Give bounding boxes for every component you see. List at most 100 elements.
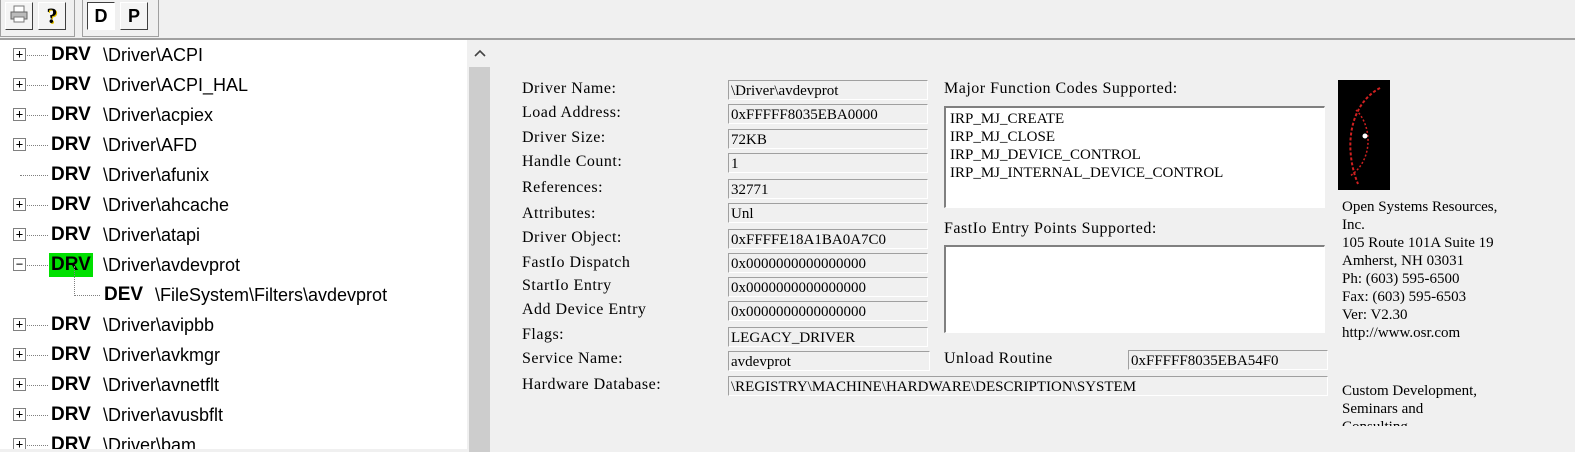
- help-button[interactable]: ?: [38, 2, 66, 30]
- tree-item[interactable]: +DRV\Driver\bam: [0, 430, 467, 449]
- unload-routine-field: 0xFFFFF8035EBA54F0: [1128, 350, 1328, 370]
- tree-item[interactable]: + DRV \Driver\acpiex: [0, 100, 467, 130]
- expand-icon[interactable]: +: [13, 228, 26, 241]
- expand-icon[interactable]: +: [13, 78, 26, 91]
- print-button[interactable]: [5, 2, 33, 30]
- driver-object-field: 0xFFFFE18A1BA0A7C0: [728, 229, 928, 249]
- driver-name-field: \Driver\avdevprot: [728, 80, 928, 100]
- tree-item[interactable]: +DRV\Driver\ahcache: [0, 190, 467, 220]
- expand-icon[interactable]: +: [13, 138, 26, 151]
- osr-info-line: Ph: (603) 595-6500: [1342, 271, 1460, 287]
- tree-connector: [74, 295, 100, 296]
- major-function-item[interactable]: IRP_MJ_CREATE: [950, 111, 1065, 127]
- tree-item-path: \Driver\avusbflt: [103, 405, 224, 425]
- osr-custom-line: Custom Development,: [1342, 383, 1477, 399]
- startio-entry-label: StartIo Entry: [522, 277, 612, 294]
- service-name-field: avdevprot: [728, 351, 930, 371]
- flags-field: LEGACY_DRIVER: [728, 327, 928, 347]
- tree-item-kind: DRV: [49, 253, 93, 277]
- osr-custom-line: Consulting: [1342, 418, 1477, 426]
- expand-icon[interactable]: +: [13, 348, 26, 361]
- unload-routine-label: Unload Routine: [944, 350, 1053, 367]
- tree-item-kind: DRV: [51, 134, 91, 155]
- tree-item-kind: DRV: [51, 44, 91, 65]
- fastio-entry-list[interactable]: [944, 245, 1325, 333]
- osr-info-line: 105 Route 101A Suite 19: [1342, 235, 1494, 251]
- tree-child-item[interactable]: DEV\FileSystem\Filters\avdevprot: [0, 266, 467, 310]
- tree-item-kind: DRV: [51, 404, 91, 425]
- osr-info-line: Ver: V2.30: [1342, 307, 1408, 323]
- tree-item-kind: DRV: [51, 164, 91, 185]
- tree-connector: [20, 355, 48, 356]
- tree-item-path: \Driver\ACPI_HAL: [103, 75, 249, 95]
- osr-info-line: Fax: (603) 595-6503: [1342, 289, 1467, 305]
- major-function-item[interactable]: IRP_MJ_CLOSE: [950, 129, 1056, 145]
- tree-item-path: \Driver\avnetflt: [103, 375, 220, 395]
- expand-icon[interactable]: +: [13, 378, 26, 391]
- help-question-icon: ?: [46, 3, 58, 28]
- driver-tree[interactable]: +DRV\Driver\ACPI+DRV\Driver\ACPI_HAL+DRV…: [0, 40, 467, 449]
- load-address-label: Load Address:: [522, 104, 622, 121]
- driver-name-label: Driver Name:: [522, 80, 617, 97]
- collapse-icon[interactable]: −: [13, 258, 26, 271]
- expand-icon[interactable]: +: [13, 438, 26, 449]
- major-function-item[interactable]: IRP_MJ_DEVICE_CONTROL: [950, 147, 1141, 163]
- tree-connector: [20, 85, 48, 86]
- expand-icon[interactable]: +: [13, 318, 26, 331]
- tree-item-kind: DRV: [51, 374, 91, 395]
- add-device-entry-label: Add Device Entry: [522, 301, 647, 318]
- scroll-thumb[interactable]: [469, 67, 490, 452]
- driver-size-label: Driver Size:: [522, 129, 606, 146]
- major-function-item[interactable]: IRP_MJ_INTERNAL_DEVICE_CONTROL: [950, 165, 1224, 181]
- tree-item-path: \Driver\avipbb: [103, 315, 215, 335]
- expand-icon[interactable]: +: [13, 408, 26, 421]
- tree-item[interactable]: −DRV\Driver\avdevprot: [0, 250, 467, 280]
- toolbar-group-tools: ?: [0, 0, 75, 37]
- attributes-label: Attributes:: [522, 205, 596, 222]
- tree-item[interactable]: +DRV\Driver\avipbb: [0, 310, 467, 340]
- osr-custom-line: Seminars and: [1342, 401, 1424, 417]
- fastio-dispatch-field: 0x0000000000000000: [728, 253, 928, 273]
- tree-connector: [20, 145, 48, 146]
- p-button[interactable]: P: [120, 2, 148, 30]
- major-function-label: Major Function Codes Supported:: [944, 80, 1178, 97]
- major-function-list[interactable]: IRP_MJ_CREATE IRP_MJ_CLOSE IRP_MJ_DEVICE_C…: [944, 106, 1325, 208]
- handle-count-label: Handle Count:: [522, 153, 623, 170]
- tree-item[interactable]: + DRV \Driver\avnetflt: [0, 370, 467, 400]
- tree-item-kind: DRV: [51, 224, 91, 245]
- tree-connector: [20, 325, 48, 326]
- driver-object-label: Driver Object:: [522, 229, 622, 246]
- tree-item[interactable]: +DRV\Driver\avkmgr: [0, 340, 467, 370]
- hardware-database-label: Hardware Database:: [522, 376, 662, 393]
- tree-connector: [74, 266, 75, 296]
- tree-scrollbar[interactable]: [467, 40, 492, 452]
- tree-item-path: \Driver\avkmgr: [103, 345, 221, 365]
- tree-item[interactable]: + DRV \Driver\avusbflt: [0, 400, 467, 430]
- tree-item[interactable]: +DRV\Driver\ACPI: [0, 40, 467, 70]
- tree-item-path: \Driver\acpiex: [103, 105, 214, 125]
- tree-connector: [20, 265, 48, 266]
- tree-connector: [20, 55, 48, 56]
- toolbar-group-view: D P: [82, 0, 159, 37]
- printer-icon: [9, 5, 29, 28]
- expand-icon[interactable]: +: [13, 108, 26, 121]
- tree-connector: [20, 235, 48, 236]
- tree-item[interactable]: DRV\Driver\afunix: [0, 160, 467, 190]
- tree-item[interactable]: +DRV\Driver\AFD: [0, 130, 467, 160]
- startio-entry-field: 0x0000000000000000: [728, 277, 928, 297]
- driver-size-field: 72KB: [728, 129, 928, 149]
- d-button[interactable]: D: [87, 2, 115, 30]
- expand-icon[interactable]: +: [13, 198, 26, 211]
- osr-info-line: Open Systems Resources,: [1342, 199, 1498, 215]
- osr-info-line: Inc.: [1342, 217, 1365, 233]
- tree-item-path: \Driver\atapi: [103, 225, 201, 245]
- tree-item[interactable]: +DRV\Driver\ACPI_HAL: [0, 70, 467, 100]
- attributes-field: Unl: [728, 203, 928, 223]
- tree-connector: [20, 115, 48, 116]
- scroll-up-button[interactable]: [467, 40, 492, 65]
- expand-icon[interactable]: +: [13, 48, 26, 61]
- add-device-entry-field: 0x0000000000000000: [728, 301, 928, 321]
- tree-item-kind: DRV: [51, 104, 91, 125]
- tree-item[interactable]: + DRV \Driver\atapi: [0, 220, 467, 250]
- tree-item-path: \FileSystem\Filters\avdevprot: [155, 285, 388, 305]
